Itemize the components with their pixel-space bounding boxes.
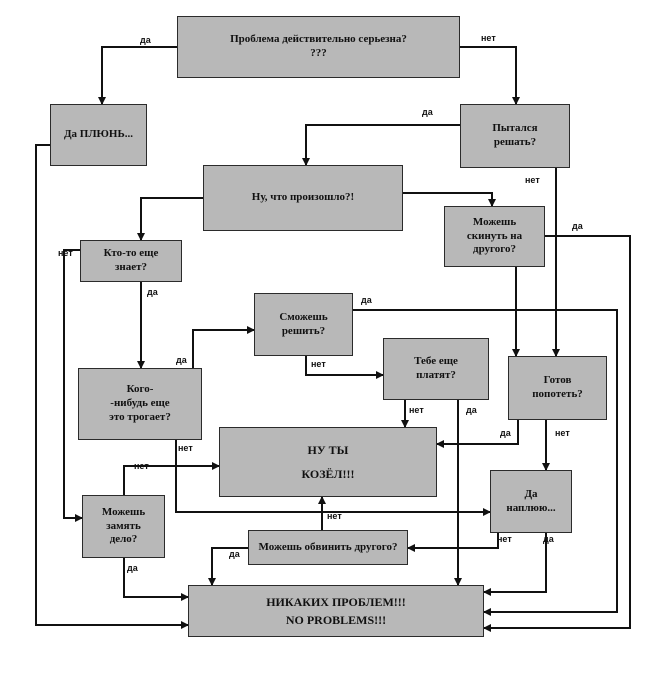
label-blame-fool: нет [327,511,342,521]
label-anyonecares-cansolve: да [176,355,187,365]
label-hide-fool: нет [134,461,149,471]
node-who-knows: Кто-то еще знает? [80,240,182,282]
edge-tried-whathappened [302,124,460,166]
node-no-problems: НИКАКИХ ПРОБЛЕМ!!! NO PROBLEMS!!! [188,585,484,637]
label-cansolve-noproblems: да [361,295,372,305]
edge-whathappened-shift [400,192,496,207]
label-blame-noproblems: да [229,549,240,559]
edge-readysweat-fool [436,420,519,448]
label-spiton-noproblems: да [543,534,554,544]
edge-problem-spit [98,46,177,105]
node-can-solve: Сможешь решить? [254,293,353,356]
edge-cansolve-paid [305,356,384,379]
label-readysweat-fool: да [500,428,511,438]
node-shift: Можешь скинуть на другого? [444,206,545,267]
label-problem-spit: да [140,35,151,45]
edge-anyonecares-spiton [175,440,491,516]
node-tried: Пытался решать? [460,104,570,168]
label-hide-noproblems: да [127,563,138,573]
node-blame: Можешь обвинить другого? [248,530,408,565]
edge-hide-fool [123,462,220,495]
node-what-happened: Ну, что произошло?! [203,165,403,231]
node-paid: Тебе еще платят? [383,338,489,400]
edge-spit-noproblems [35,144,189,629]
label-cansolve-paid: нет [311,359,326,369]
edge-spiton-blame [407,533,499,552]
edge-anyonecares-cansolve [192,326,255,370]
label-tried-readysweat: нет [525,175,540,185]
label-shift-noproblems: да [572,221,583,231]
label-paid-fool: нет [409,405,424,415]
label-spiton-blame: нет [497,534,512,544]
label-problem-tried: нет [481,33,496,43]
label-paid-noproblems: да [466,405,477,415]
node-anyone-cares: Кого- -нибудь еще это трогает? [78,368,202,440]
label-readysweat-spiton: нет [555,428,570,438]
edge-cansolve-noproblems [353,309,618,616]
edge-whoknows-hide [63,249,83,522]
edge-problem-tried [460,46,520,105]
node-problem: Проблема действительно серьезна? ??? [177,16,460,78]
label-whoknows-anyonecares: да [147,287,158,297]
label-whoknows-hide: нет [58,248,73,258]
node-fool: НУ ТЫ КОЗЁЛ!!! [219,427,437,497]
label-tried-whathappened: да [422,107,433,117]
node-hide: Можешь замять дело? [82,495,165,558]
edge-blame-noproblems [208,547,248,586]
node-spit-on: Да наплюю... [490,470,572,533]
label-anyonecares-spiton: нет [178,443,193,453]
edge-whathappened-whoknows [137,197,203,241]
node-ready-sweat: Готов попотеть? [508,356,607,420]
edge-hide-noproblems [123,558,189,601]
node-spit: Да ПЛЮНЬ... [50,104,147,166]
edge-shift-noproblems [483,235,631,632]
edge-spiton-noproblems [483,533,547,596]
